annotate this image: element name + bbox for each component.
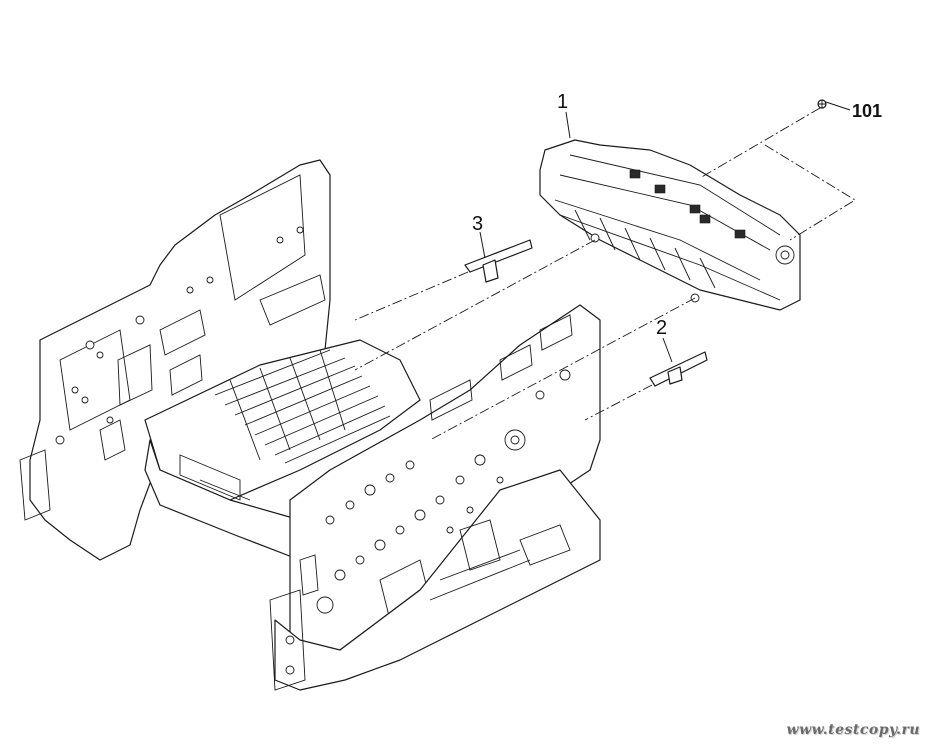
watermark: www.testcopy.ru	[786, 722, 920, 738]
callout-101: 101	[852, 101, 883, 121]
callout-3: 3	[472, 213, 484, 235]
guide-left	[464, 239, 533, 283]
callout-1: 1	[557, 91, 569, 113]
callout-2: 2	[656, 317, 668, 339]
assembly-lines	[354, 107, 856, 441]
guide-right	[649, 351, 708, 387]
fuser-unit	[539, 139, 801, 311]
screw	[817, 99, 827, 109]
leader-lines	[479, 101, 851, 363]
lower-base	[269, 469, 601, 691]
left-side-frame	[19, 159, 331, 561]
right-side-frame	[289, 304, 601, 666]
base-frame	[144, 339, 421, 561]
